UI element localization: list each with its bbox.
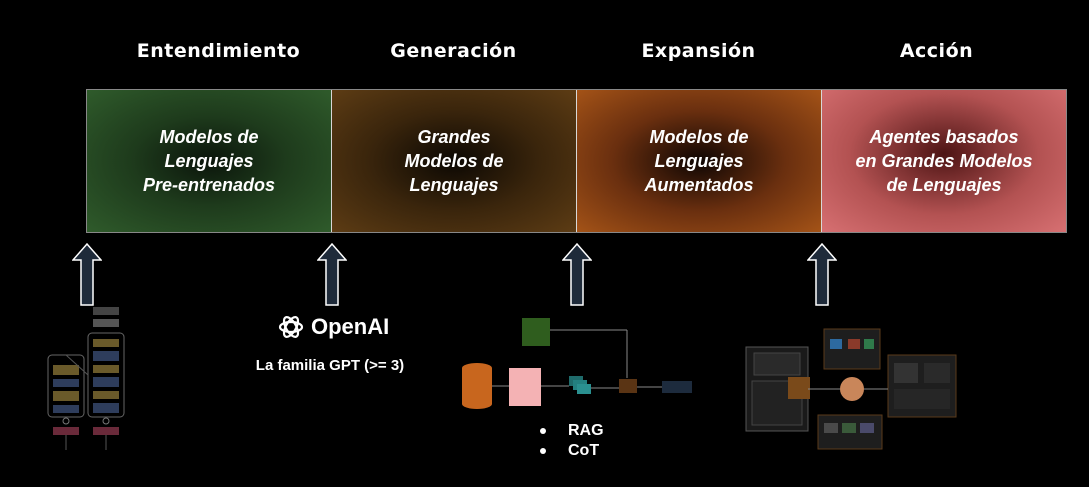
box-line: Lenguajes [409, 175, 499, 195]
list-item-label: RAG [568, 422, 604, 439]
bullet-icon [540, 448, 546, 454]
transformer-architecture-thumbnail [47, 307, 125, 450]
box-line: Aumentados [644, 175, 754, 195]
up-arrow-icon [807, 243, 837, 306]
up-arrow-icon [562, 243, 592, 306]
stage-title-expansion: Expansión [641, 40, 756, 62]
list-item-label: CoT [568, 442, 600, 459]
list-item: CoT [540, 441, 604, 461]
gpt-family-caption: La familia GPT (>= 3) [255, 357, 405, 374]
box-llm-agents: Agentes basados en Grandes Modelos de Leng… [822, 90, 1066, 232]
list-item: RAG [540, 421, 604, 441]
box-line: Modelos de [404, 151, 504, 171]
agent-framework-thumbnail [745, 328, 957, 450]
box-line: Grandes [417, 127, 491, 147]
openai-logo: OpenAI [277, 313, 389, 341]
stage-title-entendimiento: Entendimiento [136, 40, 301, 62]
stage-title-generacion: Generación [390, 40, 517, 62]
rag-pipeline-thumbnail [462, 318, 692, 409]
box-line: Lenguajes [164, 151, 254, 171]
augmentation-list: RAG CoT [540, 421, 604, 461]
box-line: Modelos de [649, 127, 749, 147]
box-line: Pre-entrenados [142, 175, 276, 195]
box-line: de Lenguajes [886, 175, 1002, 195]
box-line: Agentes basados [869, 127, 1019, 147]
up-arrow-icon [72, 243, 102, 306]
bullet-icon [540, 428, 546, 434]
box-line: Lenguajes [654, 151, 744, 171]
openai-icon [278, 316, 304, 338]
up-arrow-icon [317, 243, 347, 306]
box-line: en Grandes Modelos [855, 151, 1033, 171]
openai-wordmark: OpenAI [311, 314, 390, 339]
stage-title-accion: Acción [899, 40, 974, 62]
box-line: Modelos de [159, 127, 259, 147]
